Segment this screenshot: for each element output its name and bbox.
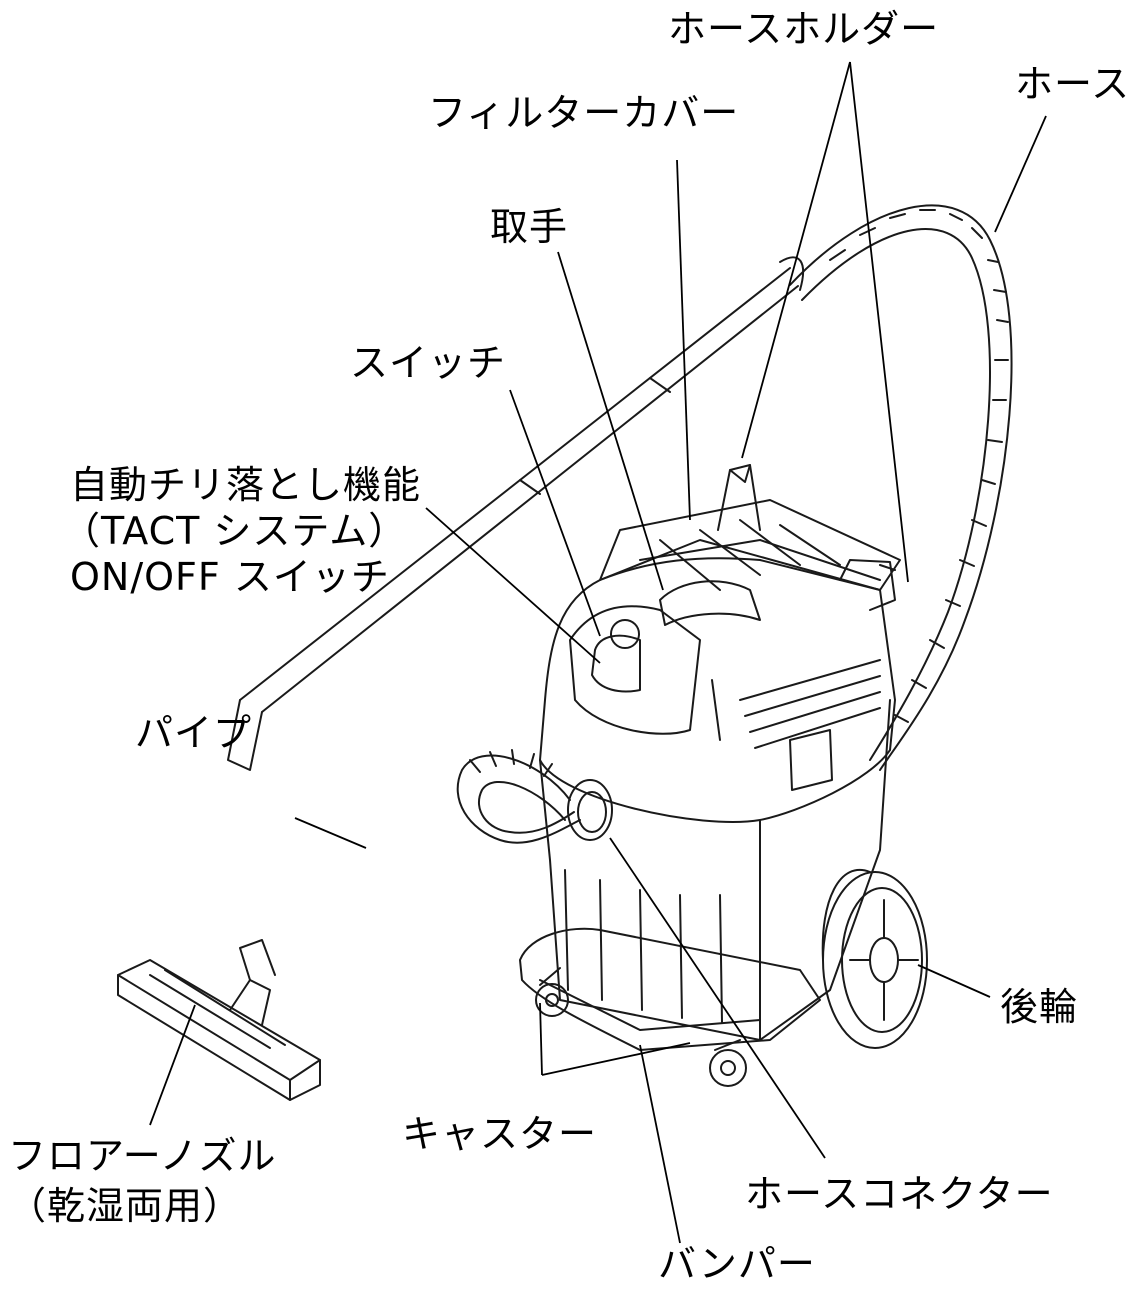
label-filter-cover: フィルターカバー: [428, 91, 740, 135]
label-pipe: パイプ: [135, 711, 253, 755]
label-bumper: バンパー: [658, 1242, 816, 1286]
leader-switch: [509, 389, 601, 637]
leader-handle: [557, 251, 664, 591]
caster-drawing: [535, 967, 747, 1087]
leader-caster-right: [541, 1042, 691, 1076]
leader-lines: [149, 61, 1047, 1244]
label-hose-connector: ホースコネクター: [745, 1172, 1054, 1216]
label-hose-holder: ホースホルダー: [668, 7, 940, 51]
label-hose: ホース: [1015, 62, 1131, 106]
label-floor-nozzle-line2: （乾湿両用）: [8, 1184, 243, 1228]
hose-drawing: [789, 204, 1013, 771]
label-auto-dust-switch: 自動チリ落とし機能 （TACT システム） ON/OFF スイッチ: [62, 462, 422, 600]
leader-hose-holder-right: [849, 61, 909, 583]
front-hose-drawing: [456, 749, 581, 844]
leader-floor-nozzle: [149, 1004, 196, 1126]
label-floor-nozzle-line1: フロアーノズル: [8, 1134, 277, 1178]
leader-filter-cover: [676, 159, 691, 521]
leader-bumper: [639, 1044, 681, 1244]
leader-caster-left: [539, 1002, 543, 1076]
switch-drawing: [591, 619, 641, 693]
label-switch: スイッチ: [350, 341, 507, 385]
leader-pipe: [294, 817, 367, 849]
head-drawing: [539, 539, 896, 791]
lid-drawing: [599, 499, 901, 591]
label-auto-dust-line1: 自動チリ落とし機能: [70, 463, 422, 507]
label-handle: 取手: [490, 205, 569, 249]
pipe-drawing: [227, 256, 805, 771]
label-caster: キャスター: [402, 1112, 598, 1156]
leader-hose: [994, 115, 1047, 233]
hose-connector-drawing: [567, 779, 613, 841]
label-floor-nozzle: フロアーノズル （乾湿両用）: [8, 1133, 276, 1229]
leader-hose-connector: [609, 837, 826, 1159]
bumper-drawing: [519, 927, 821, 1051]
label-auto-dust-line3: ON/OFF スイッチ: [70, 555, 390, 599]
handle-drawing: [659, 580, 761, 626]
leader-auto-dust-switch: [425, 507, 601, 664]
label-rear-wheel: 後輪: [1000, 985, 1079, 1029]
leader-hose-holder-left: [741, 61, 851, 459]
leader-rear-wheel: [917, 964, 991, 998]
tank-drawing: [539, 699, 891, 1041]
hose-holder-drawing: [717, 464, 896, 611]
floor-nozzle-drawing: [117, 939, 321, 1101]
rear-wheel-drawing: [821, 869, 928, 1049]
label-auto-dust-line2: （TACT システム）: [62, 509, 408, 553]
